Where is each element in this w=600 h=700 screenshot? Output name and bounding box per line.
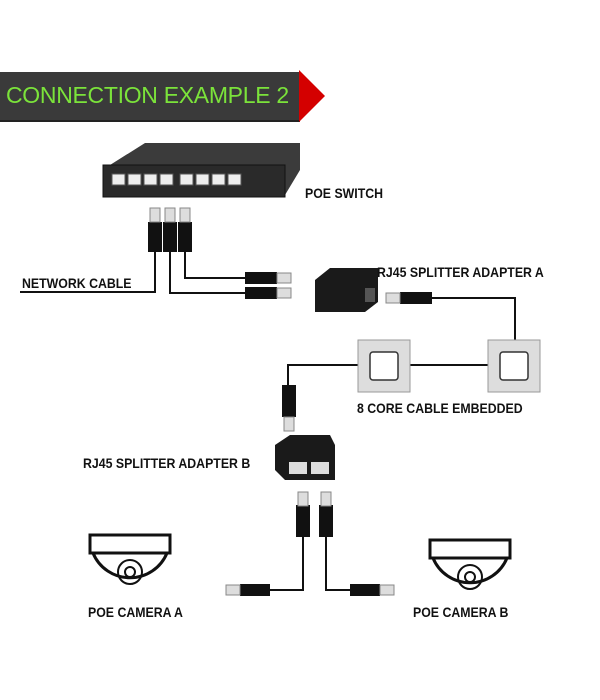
- label-camera-b: POE CAMERA B: [413, 604, 509, 620]
- poe-switch-device: [102, 143, 300, 198]
- label-poe-switch: POE SWITCH: [305, 185, 384, 201]
- arrow-icon: [299, 70, 325, 122]
- splitter-adapter-b: [275, 435, 335, 480]
- label-splitter-b: RJ45 SPLITTER ADAPTER B: [83, 455, 251, 471]
- banner-title: CONNECTION EXAMPLE 2: [6, 82, 289, 108]
- poe-camera-a: [88, 533, 172, 585]
- wall-plates: [357, 339, 541, 393]
- poe-camera-b: [428, 538, 512, 590]
- label-network-cable: NETWORK CABLE: [22, 275, 132, 291]
- title-banner: CONNECTION EXAMPLE 2: [0, 72, 300, 122]
- label-splitter-a: RJ45 SPLITTER ADAPTER A: [377, 264, 544, 280]
- rj45-connectors: [148, 207, 432, 596]
- splitter-adapter-a: [315, 268, 378, 312]
- cables: [20, 250, 516, 591]
- label-core-cable: 8 CORE CABLE EMBEDDED: [357, 400, 523, 416]
- label-camera-a: POE CAMERA A: [88, 604, 183, 620]
